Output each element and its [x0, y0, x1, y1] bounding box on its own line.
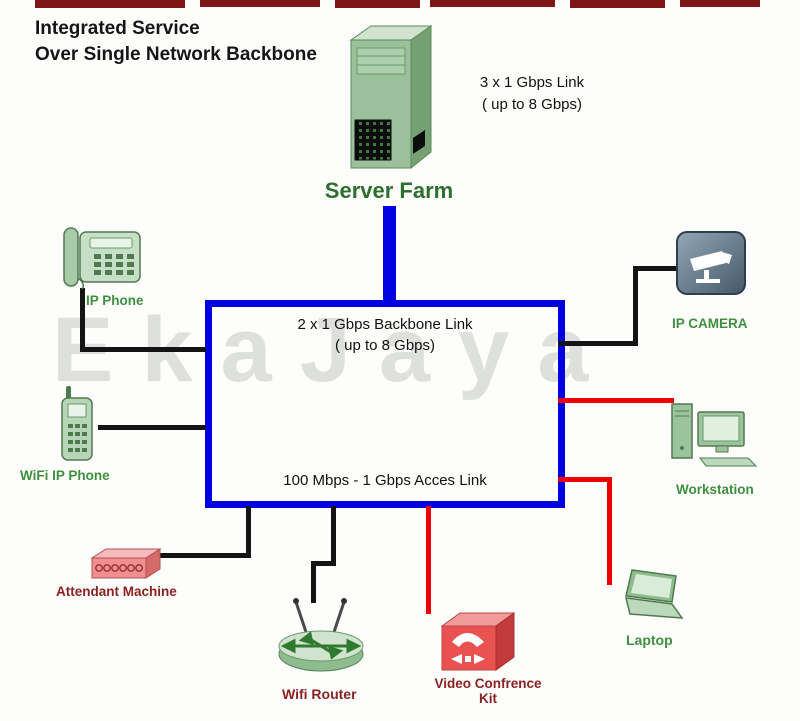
video-conference-kit-label-line2: Kit	[479, 691, 497, 706]
server-backbone-link	[383, 206, 396, 306]
router-link-jog	[311, 561, 336, 566]
cropped-top-strip	[570, 0, 665, 8]
ip-camera-label: IP CAMERA	[672, 316, 748, 331]
attendant-link-h	[160, 553, 251, 558]
video-conference-kit-icon	[438, 610, 518, 674]
workstation-icon	[670, 400, 760, 474]
server-icon	[343, 22, 435, 174]
attendant-link-v	[246, 506, 251, 558]
diagram-title: Integrated Service Over Single Network B…	[35, 16, 317, 68]
ip-phone-label: IP Phone	[86, 293, 144, 308]
laptop-icon	[620, 568, 686, 626]
video-conference-kit-label-line1: Video Confrence	[434, 676, 542, 691]
workstation-link	[558, 398, 674, 403]
laptop-link-h	[558, 477, 612, 482]
wifi-router-icon	[276, 596, 366, 674]
ip-camera-icon	[676, 231, 748, 299]
server-link-label-line1: 3 x 1 Gbps Link	[479, 74, 585, 91]
cropped-top-strip	[335, 0, 420, 8]
attendant-machine-icon	[86, 546, 164, 584]
cropped-top-strip	[35, 0, 185, 8]
video-conference-link	[426, 506, 431, 614]
router-link-v2	[311, 561, 316, 603]
server-farm-label: Server Farm	[324, 178, 454, 203]
laptop-label: Laptop	[626, 632, 673, 648]
server-link-label: 3 x 1 Gbps Link ( up to 8 Gbps)	[452, 72, 612, 116]
diagram-title-line1: Integrated Service	[35, 18, 200, 39]
wifi-ip-phone-icon	[60, 386, 98, 464]
cropped-top-strip	[200, 0, 320, 7]
ip-camera-link-h2	[633, 266, 681, 271]
backbone-link-label-line1: 2 x 1 Gbps Backbone Link	[297, 316, 473, 333]
diagram-title-line2: Over Single Network Backbone	[35, 44, 317, 65]
cropped-top-strip	[430, 0, 555, 7]
ip-camera-link-v	[633, 266, 638, 346]
attendant-machine-label: Attendant Machine	[56, 584, 177, 599]
ip-phone-link-h	[80, 347, 206, 352]
laptop-link-v	[607, 477, 612, 585]
ip-phone-link-v	[80, 288, 85, 352]
wifi-router-label: Wifi Router	[282, 686, 357, 702]
wifi-ip-phone-label: WiFi IP Phone	[20, 468, 110, 483]
backbone-link-label-line2: ( up to 8 Gbps)	[334, 337, 436, 354]
cropped-top-strip	[680, 0, 760, 7]
ip-phone-icon	[60, 226, 144, 290]
access-link-label: 100 Mbps - 1 Gbps Acces Link	[283, 472, 487, 489]
workstation-label: Workstation	[676, 482, 754, 497]
ip-camera-link-h1	[558, 341, 638, 346]
video-conference-kit-label: Video Confrence Kit	[432, 676, 544, 706]
server-link-label-line2: ( up to 8 Gbps)	[481, 96, 583, 113]
router-link-v1	[331, 506, 336, 566]
wifi-ip-phone-link	[98, 425, 206, 430]
